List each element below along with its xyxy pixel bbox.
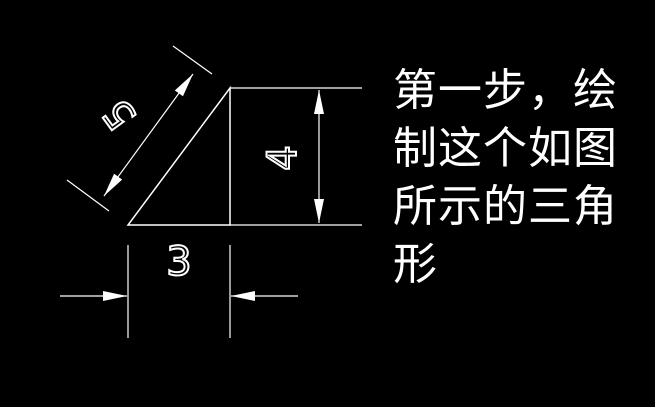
- base-dimension: 3: [60, 238, 298, 338]
- hypotenuse-extension-bottom: [66, 179, 110, 212]
- hypotenuse-label: 5: [94, 90, 146, 138]
- caption-line-1: 第一步，绘: [393, 65, 618, 116]
- base-label: 3: [166, 239, 191, 285]
- height-label: 4: [260, 145, 306, 170]
- instruction-caption: 第一步，绘 制这个如图 所示的三角 形: [393, 62, 643, 294]
- caption-line-2: 制这个如图: [393, 123, 618, 174]
- hypotenuse-dimension-line: [103, 73, 194, 197]
- caption-line-3: 所示的三角: [393, 181, 618, 232]
- height-dimension: 4: [230, 87, 362, 226]
- hypotenuse-extension-top: [172, 45, 213, 75]
- hypotenuse-dimension: 5: [66, 45, 213, 212]
- caption-line-4: 形: [393, 239, 438, 290]
